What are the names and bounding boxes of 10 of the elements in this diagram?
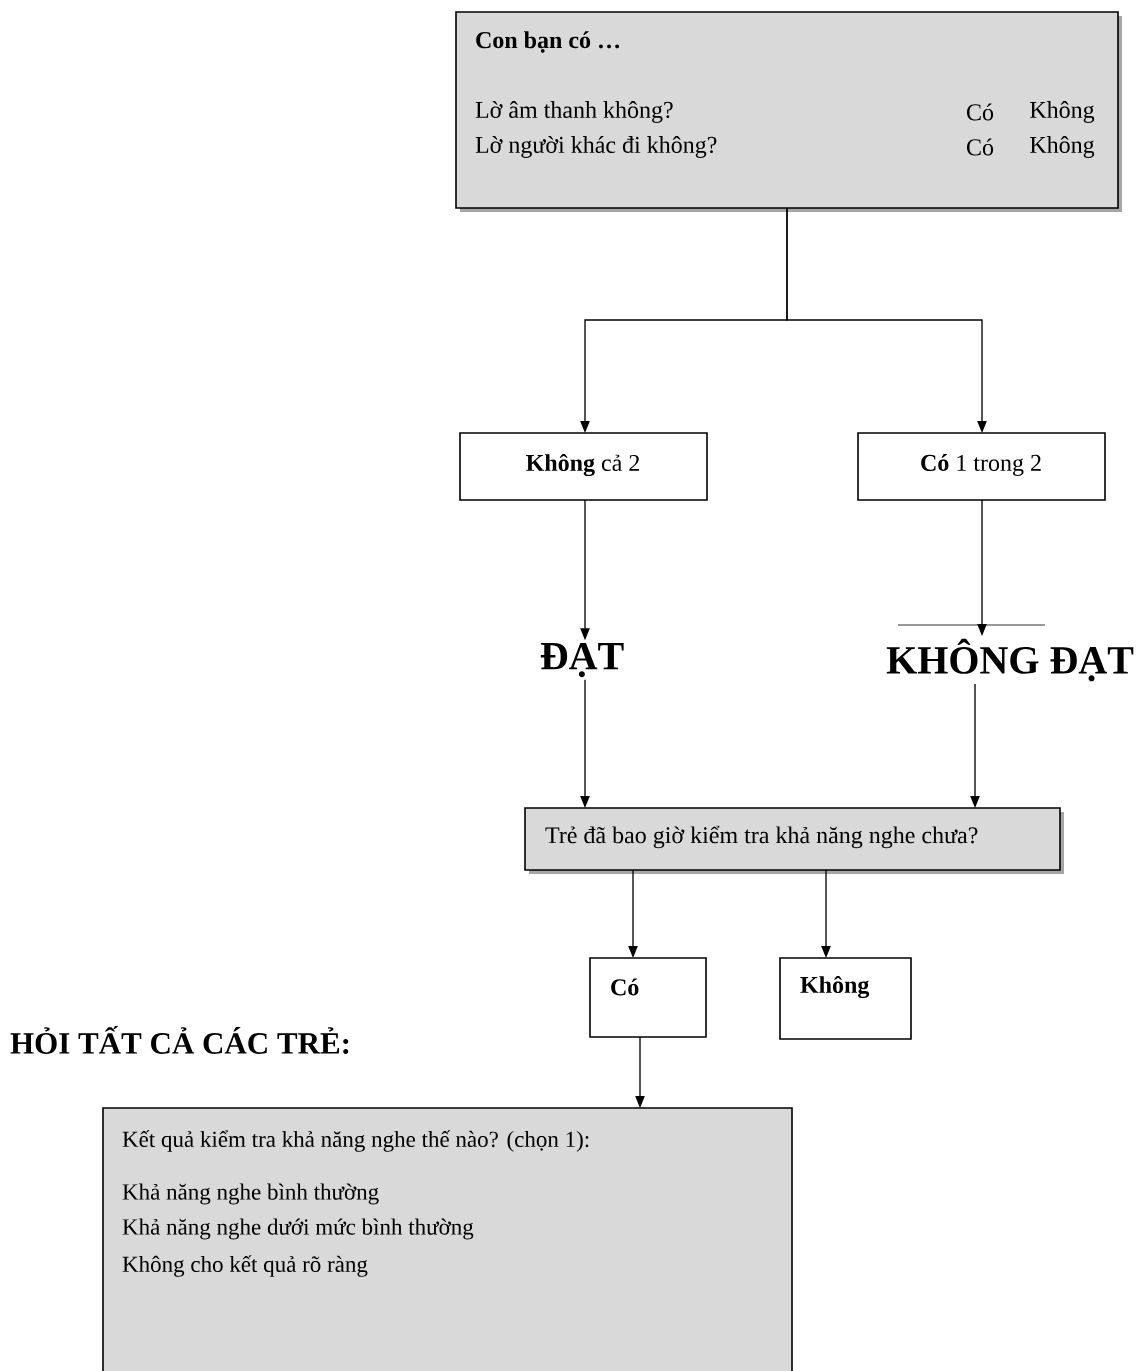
answer-box: Không cả 2 xyxy=(459,432,708,501)
answer-box: Có xyxy=(589,957,707,1038)
answer-box: Không xyxy=(779,957,912,1040)
result-text: ĐẠT xyxy=(540,642,624,678)
question-box: Kết quả kiểm tra khả năng nghe thế nào? (chọn 1): Khả năng nghe bình thường Khả năng nghe dưới mức bình thường Không cho kết quả rõ ràng xyxy=(102,1107,793,1371)
question-box: Con bạn có … Lờ âm thanh không? Có Không Lờ người khác đi không? Có Không xyxy=(455,11,1122,212)
answer-box: Có 1 trong 2 xyxy=(857,432,1106,501)
result-text: KHÔNG ĐẠT xyxy=(886,638,1134,682)
question-box: Trẻ đã bao giờ kiểm tra khả năng nghe chưa? xyxy=(524,807,1064,874)
heading: HỎI TẤT CẢ CÁC TRẺ: xyxy=(10,1026,349,1055)
